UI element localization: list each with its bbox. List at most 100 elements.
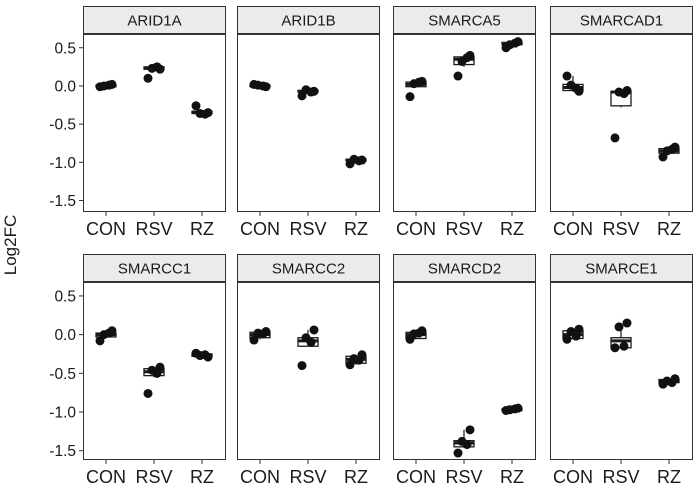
box-rz bbox=[191, 348, 213, 362]
data-point bbox=[574, 324, 584, 334]
data-point bbox=[453, 448, 463, 458]
facet-strip bbox=[237, 6, 380, 34]
box-rsv bbox=[453, 425, 475, 458]
data-point bbox=[462, 440, 472, 450]
x-tick-label: RZ bbox=[344, 219, 368, 239]
data-point bbox=[152, 368, 162, 378]
data-point bbox=[610, 133, 620, 143]
data-point bbox=[667, 378, 677, 388]
x-tick-label: CON bbox=[396, 219, 436, 239]
box-con bbox=[562, 71, 584, 96]
data-point bbox=[152, 62, 162, 72]
y-tick-label: 0.0 bbox=[54, 78, 76, 95]
box-rz bbox=[501, 403, 523, 415]
x-tick-label: RSV bbox=[289, 467, 326, 487]
facet-plot-area bbox=[550, 282, 693, 460]
y-axis-title-layer: Log2FC bbox=[1, 215, 20, 275]
data-point bbox=[306, 87, 316, 97]
data-point bbox=[414, 328, 424, 338]
x-tick-label: RSV bbox=[602, 467, 639, 487]
y-tick-label: -1.0 bbox=[49, 405, 76, 422]
x-tick-label: RSV bbox=[135, 219, 172, 239]
data-point bbox=[309, 325, 319, 335]
facet-strip bbox=[393, 6, 536, 34]
box-rz bbox=[658, 374, 680, 389]
data-point bbox=[619, 89, 629, 99]
data-point bbox=[667, 144, 677, 154]
data-point bbox=[354, 156, 364, 166]
data-point bbox=[453, 71, 463, 81]
data-point bbox=[571, 331, 581, 341]
y-tick-label: 0.5 bbox=[54, 40, 76, 57]
box-rsv bbox=[610, 86, 632, 143]
x-tick-label: RZ bbox=[500, 219, 524, 239]
x-tick-label: RSV bbox=[445, 219, 482, 239]
x-tick-label: RZ bbox=[190, 467, 214, 487]
facet-strip bbox=[550, 6, 693, 34]
data-point bbox=[191, 101, 201, 111]
data-point bbox=[200, 350, 210, 360]
y-tick-label: -1.5 bbox=[49, 193, 76, 210]
data-point bbox=[462, 53, 472, 63]
facet-plot-area bbox=[237, 282, 380, 460]
x-tick-label: RZ bbox=[344, 467, 368, 487]
facet-strip-label: ARID1B bbox=[281, 13, 335, 30]
y-axis-title: Log2FC bbox=[1, 215, 20, 275]
box-con bbox=[249, 79, 271, 92]
facet-strip-label: SMARCC2 bbox=[272, 261, 345, 278]
data-point bbox=[622, 318, 632, 328]
facet-plot-area bbox=[83, 34, 226, 212]
x-tick-label: RZ bbox=[657, 219, 681, 239]
facet-strip-label: SMARCA5 bbox=[428, 13, 501, 30]
data-point bbox=[104, 80, 114, 90]
x-tick-label: RZ bbox=[500, 467, 524, 487]
box-rz bbox=[345, 154, 367, 169]
box-rz bbox=[191, 101, 213, 119]
data-point bbox=[610, 343, 620, 353]
facet-strip bbox=[83, 254, 226, 282]
y-tick-label: -1.5 bbox=[49, 443, 76, 460]
facet-panel-arid1b: ARID1B CON RSV RZ bbox=[237, 6, 380, 239]
y-tick-label: -0.5 bbox=[49, 117, 76, 134]
box-rsv bbox=[610, 318, 632, 353]
box-con bbox=[249, 327, 271, 345]
y-tick-label: -0.5 bbox=[49, 366, 76, 383]
data-point bbox=[143, 73, 153, 83]
x-tick-label: RSV bbox=[135, 467, 172, 487]
x-tick-label: CON bbox=[240, 219, 280, 239]
x-tick-label: CON bbox=[553, 467, 593, 487]
box-rsv bbox=[297, 325, 319, 371]
x-tick-label: RZ bbox=[190, 219, 214, 239]
x-tick-label: CON bbox=[553, 219, 593, 239]
x-tick-label: RSV bbox=[289, 219, 326, 239]
facet-plot-area bbox=[237, 34, 380, 212]
x-tick-label: RSV bbox=[445, 467, 482, 487]
x-tick-label: CON bbox=[240, 467, 280, 487]
box-rsv bbox=[143, 362, 165, 398]
box-rsv bbox=[143, 62, 165, 83]
facet-strip-label: SMARCAD1 bbox=[580, 13, 663, 30]
data-point bbox=[562, 71, 572, 81]
box-rz bbox=[658, 142, 680, 162]
data-point bbox=[510, 38, 520, 48]
data-point bbox=[619, 341, 629, 351]
data-point bbox=[258, 81, 268, 91]
data-point bbox=[571, 83, 581, 93]
x-tick-label: RSV bbox=[602, 219, 639, 239]
box-con bbox=[405, 76, 427, 102]
y-tick-label: -1.0 bbox=[49, 155, 76, 172]
data-point bbox=[297, 361, 307, 371]
facet-strip bbox=[550, 254, 693, 282]
data-point bbox=[258, 329, 268, 339]
data-point bbox=[405, 92, 415, 102]
facet-strip-label: SMARCD2 bbox=[428, 261, 501, 278]
